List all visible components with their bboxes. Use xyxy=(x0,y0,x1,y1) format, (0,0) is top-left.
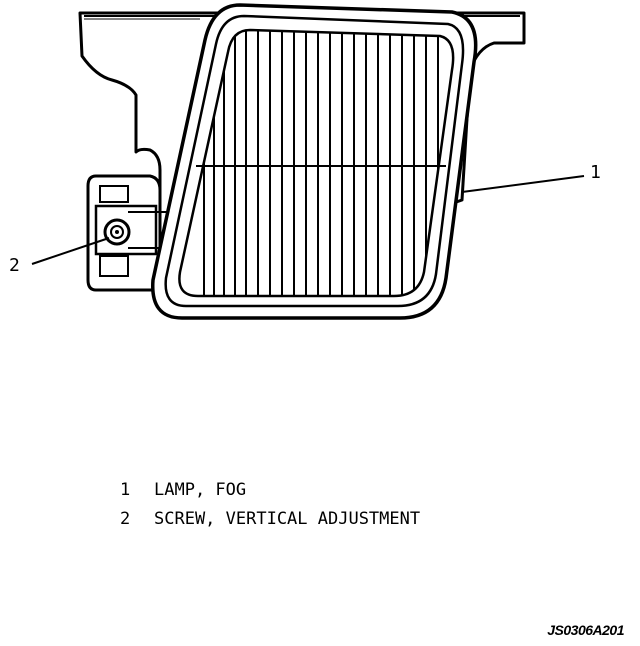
lens-ribs xyxy=(203,30,439,296)
legend-label: LAMP, FOG xyxy=(154,480,247,500)
legend: 1 LAMP, FOG 2 SCREW, VERTICAL ADJUSTMENT xyxy=(120,480,420,538)
legend-item: 1 LAMP, FOG xyxy=(120,480,420,509)
leader-line-2 xyxy=(31,237,110,265)
legend-number: 1 xyxy=(120,480,131,500)
lamp-lens xyxy=(178,28,455,298)
callout-number-2: 2 xyxy=(9,255,20,276)
callout-number-1: 1 xyxy=(590,162,601,183)
legend-number: 2 xyxy=(120,509,131,529)
adjustment-screw xyxy=(103,218,131,246)
legend-label: SCREW, VERTICAL ADJUSTMENT xyxy=(154,509,421,529)
figure-code: JS0306A201 xyxy=(547,622,624,638)
legend-item: 2 SCREW, VERTICAL ADJUSTMENT xyxy=(120,509,420,538)
leader-line-1 xyxy=(461,175,585,193)
